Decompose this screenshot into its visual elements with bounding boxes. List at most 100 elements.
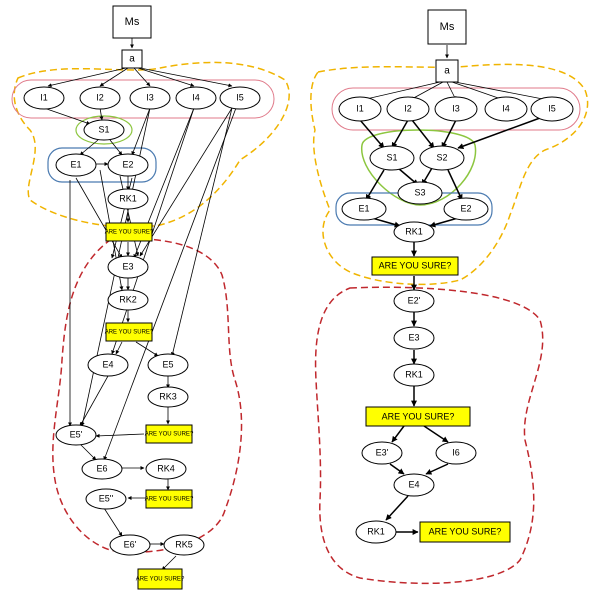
left-node-e6 xyxy=(81,458,123,480)
right-node-e1 xyxy=(341,197,387,221)
left-ms-label: Ms xyxy=(125,16,140,28)
left-node-e1 xyxy=(55,153,97,177)
left-node-s1-label: S1 xyxy=(98,124,109,134)
right-node-i2 xyxy=(386,96,430,122)
left-node-i5-label: I5 xyxy=(236,92,244,102)
right-question-label-1: ARE YOU SURE? xyxy=(379,260,452,270)
left-node-e3 xyxy=(107,255,149,279)
left-node-e1-label: E1 xyxy=(70,159,81,169)
right-node-e2prime-label: E2' xyxy=(408,295,421,305)
left-question-label-1: ARE YOU SURE? xyxy=(105,230,154,236)
left-node-e5prime xyxy=(55,424,97,446)
right-s-group xyxy=(361,129,477,206)
right-ms-box xyxy=(427,9,467,45)
left-node-e3-label: E3 xyxy=(122,261,133,271)
right-node-s1 xyxy=(369,145,415,171)
left-input-group xyxy=(11,79,275,119)
left-node-rk2-label: RK2 xyxy=(119,294,137,304)
left-node-rk3-label: RK3 xyxy=(159,391,177,401)
right-node-e4-label: E4 xyxy=(408,479,419,489)
right-node-e3prime xyxy=(361,441,403,465)
left-node-e2 xyxy=(107,153,149,177)
right-diagram: Ms a I1 I2 I3 I4 I5 S1 S2 S3 E1 E2 RK1 A… xyxy=(310,9,589,585)
right-node-i6 xyxy=(435,441,477,465)
right-node-i5 xyxy=(530,96,574,122)
left-node-i1 xyxy=(23,86,65,110)
left-node-rk3 xyxy=(147,386,189,408)
right-node-e2 xyxy=(443,197,489,221)
right-upper-region xyxy=(310,63,589,286)
right-node-i2-label: I2 xyxy=(404,103,412,113)
left-node-i5 xyxy=(219,86,261,110)
left-question-box-2 xyxy=(105,322,153,342)
left-question-label-3: ARE YOU SURE? xyxy=(145,432,194,438)
left-node-e6-label: E6 xyxy=(96,463,107,473)
left-question-box-5 xyxy=(137,568,183,590)
left-s-group xyxy=(75,115,133,145)
left-question-box-3 xyxy=(145,424,193,444)
right-node-s3-label: S3 xyxy=(414,187,425,197)
right-node-rk1 xyxy=(393,221,435,243)
right-node-e2-label: E2 xyxy=(460,203,471,213)
right-question-box-1 xyxy=(371,256,459,276)
left-input-nodes: I1 I2 I3 I4 I5 xyxy=(23,86,261,110)
right-node-e2prime xyxy=(393,289,435,313)
right-node-i4 xyxy=(484,96,528,122)
left-node-rk5-label: RK5 xyxy=(175,539,193,549)
right-node-s2-label: S2 xyxy=(436,152,447,162)
right-input-nodes: I1 I2 I3 I4 I5 xyxy=(338,96,574,122)
left-node-e5doubleprime xyxy=(85,488,127,510)
left-node-e5doubleprime-label: E5'' xyxy=(99,493,114,503)
left-question-box-1 xyxy=(105,222,153,242)
left-question-box-4 xyxy=(145,489,193,509)
left-node-e2-label: E2 xyxy=(122,159,133,169)
right-node-e4 xyxy=(393,473,435,497)
left-node-e5 xyxy=(147,353,189,377)
right-node-s3 xyxy=(397,181,443,205)
left-node-e4 xyxy=(87,353,129,377)
right-node-s1-label: S1 xyxy=(386,152,397,162)
right-node-e1-label: E1 xyxy=(358,203,369,213)
left-question-label-5: ARE YOU SURE? xyxy=(136,577,185,583)
right-node-e3prime-label: E3' xyxy=(376,447,389,457)
right-node-i6-label: I6 xyxy=(452,447,460,457)
right-question-label-3: ARE YOU SURE? xyxy=(429,526,502,536)
left-node-i4-label: I4 xyxy=(192,92,200,102)
right-question-label-2: ARE YOU SURE? xyxy=(382,411,455,421)
right-node-rk1-bottom-label: RK1 xyxy=(367,526,385,536)
right-node-s2 xyxy=(419,145,465,171)
left-question-label-4: ARE YOU SURE? xyxy=(145,497,194,503)
left-node-i4 xyxy=(175,86,217,110)
right-question-box-2 xyxy=(365,406,471,427)
left-node-rk2 xyxy=(107,289,149,311)
right-edges xyxy=(359,45,549,535)
left-a-box xyxy=(121,49,143,69)
right-question-box-3 xyxy=(419,521,511,543)
left-a-label: a xyxy=(129,54,135,65)
left-question-label-2: ARE YOU SURE? xyxy=(105,330,154,336)
left-upper-region xyxy=(13,61,290,228)
left-node-e5-label: E5 xyxy=(162,359,173,369)
right-ms-label: Ms xyxy=(440,21,455,33)
right-node-rk1-bottom xyxy=(355,520,397,544)
left-node-e6prime xyxy=(109,534,151,556)
right-node-i1-label: I1 xyxy=(356,103,364,113)
right-node-i3 xyxy=(434,96,478,122)
left-node-rk5 xyxy=(163,534,205,556)
left-node-e4-label: E4 xyxy=(102,359,113,369)
right-a-label: a xyxy=(444,66,450,77)
right-input-group xyxy=(331,87,581,131)
left-ms-box xyxy=(112,5,152,39)
left-node-rk4-label: RK4 xyxy=(157,463,175,473)
right-node-e3 xyxy=(393,326,435,350)
left-node-i2-label: I2 xyxy=(96,92,104,102)
right-node-rk1-lower xyxy=(393,363,435,387)
right-node-i4-label: I4 xyxy=(502,103,510,113)
left-edges xyxy=(43,38,237,571)
left-node-i1-label: I1 xyxy=(40,92,48,102)
right-node-i5-label: I5 xyxy=(548,103,556,113)
left-node-e6prime-label: E6' xyxy=(124,539,137,549)
left-node-rk1-label: RK1 xyxy=(119,193,137,203)
left-node-i3-label: I3 xyxy=(146,92,154,102)
